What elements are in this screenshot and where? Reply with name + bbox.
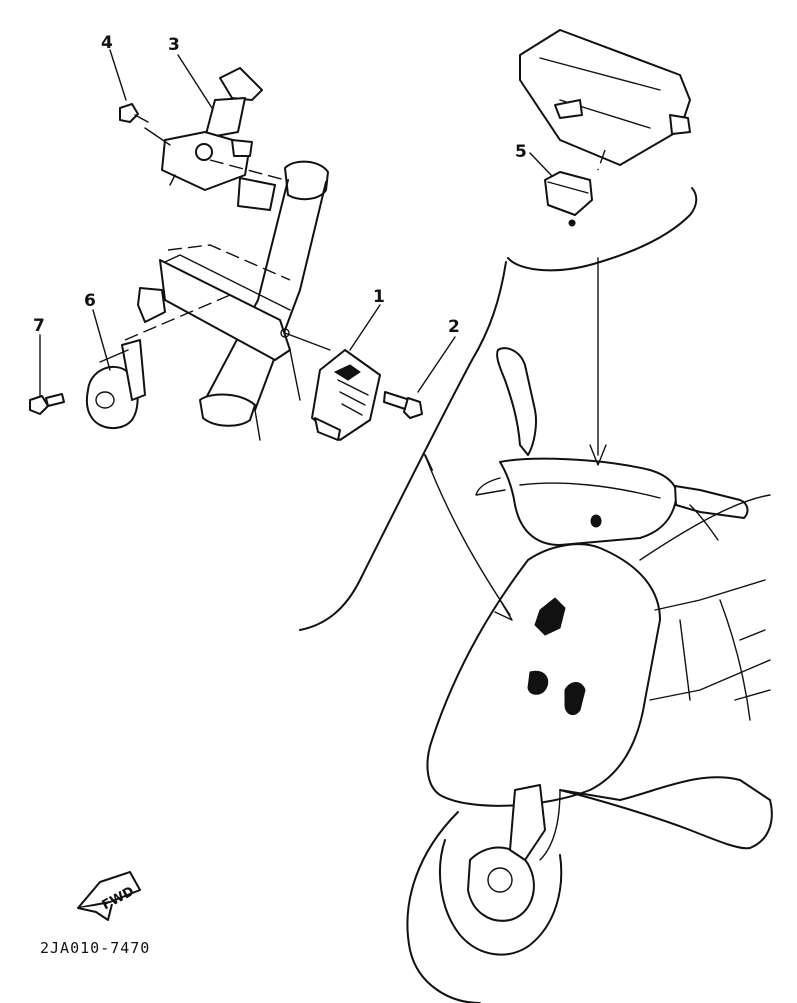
regulator-part — [311, 349, 381, 441]
bolt-part-7 — [29, 393, 65, 415]
callout-leaders — [39, 49, 553, 397]
callout-7: 7 — [33, 316, 45, 336]
bolt-part-2 — [383, 391, 423, 419]
fwd-arrow-icon: FWD — [77, 871, 141, 921]
callout-6: 6 — [84, 291, 96, 311]
screw-part-4 — [119, 103, 149, 123]
callout-2: 2 — [448, 317, 460, 337]
scooter-illustration — [299, 187, 773, 1003]
steering-column — [124, 160, 331, 441]
horn-part — [85, 339, 146, 429]
callout-4: 4 — [101, 33, 113, 53]
callout-1: 1 — [373, 287, 385, 307]
drawing-code: 2JA010-7470 — [40, 939, 150, 957]
callout-3: 3 — [168, 35, 180, 55]
main-switch-part — [144, 67, 286, 191]
callout-5: 5 — [515, 142, 527, 162]
relay-part — [519, 29, 691, 227]
